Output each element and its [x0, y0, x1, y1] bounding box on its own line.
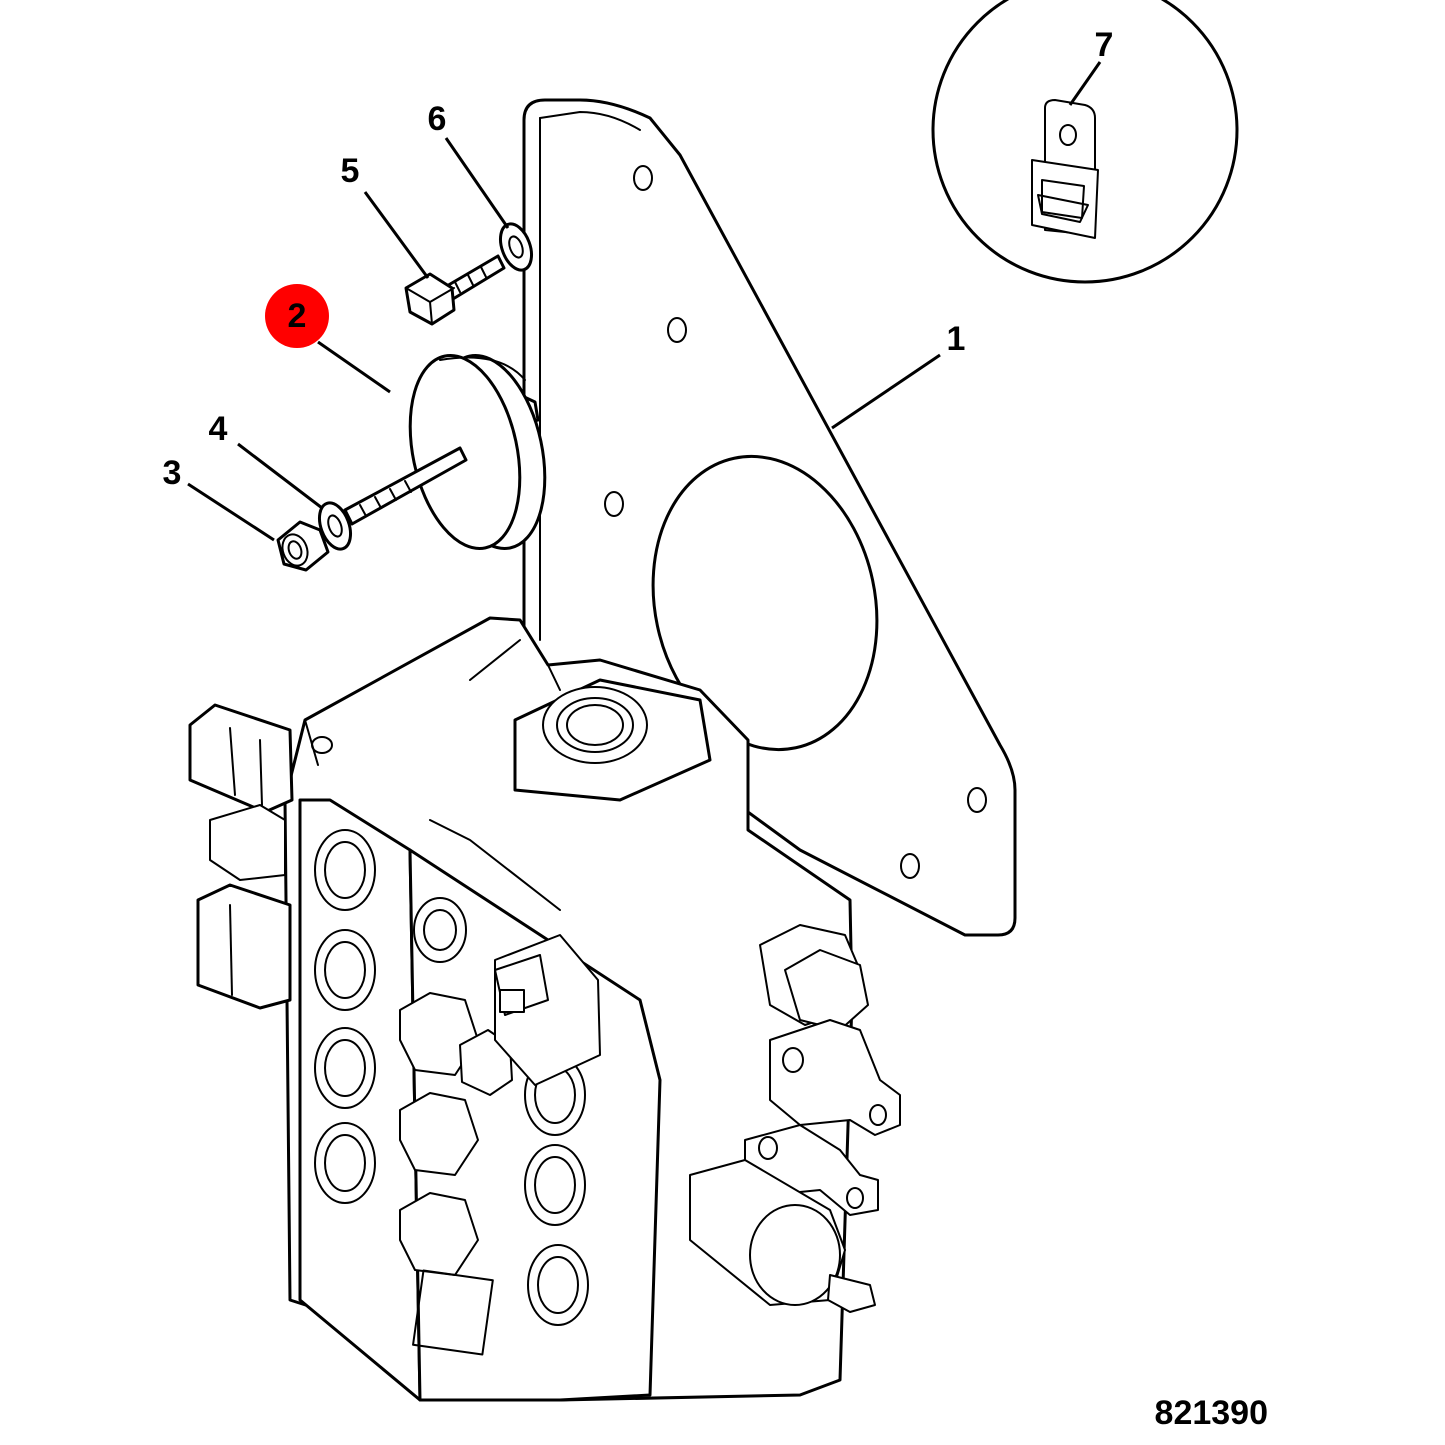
solenoid	[494, 934, 601, 1086]
callout-5-label: 5	[341, 152, 360, 190]
hex-plugs	[399, 924, 869, 1276]
drawing-number: 821390	[1155, 1394, 1268, 1432]
callout-1[interactable]: 1	[947, 320, 966, 358]
bolt-5[interactable]	[404, 254, 506, 326]
clip-7[interactable]	[1031, 99, 1099, 239]
callout-4[interactable]: 4	[209, 410, 228, 448]
detail-inset	[931, 0, 1239, 284]
callout-6[interactable]: 6	[428, 100, 447, 138]
control-valve[interactable]	[188, 616, 901, 1402]
leader-lines	[187, 61, 1102, 542]
callout-5[interactable]: 5	[341, 152, 360, 190]
callout-7-label: 7	[1095, 26, 1114, 64]
callout-7[interactable]: 7	[1095, 26, 1114, 64]
callout-4-label: 4	[209, 410, 228, 448]
callout-2-highlight	[265, 284, 329, 348]
rubber-mount-2[interactable]	[343, 345, 561, 558]
spool-end	[689, 1019, 901, 1313]
callout-2[interactable]: 2	[265, 284, 329, 348]
washer-6[interactable]	[495, 220, 538, 275]
callout-3[interactable]: 3	[163, 454, 182, 492]
callout-6-label: 6	[428, 100, 447, 138]
callout-2-label: 2	[288, 297, 307, 335]
callout-3-label: 3	[163, 454, 182, 492]
callouts: 1 2 3 4 5 6 7	[163, 26, 1114, 492]
nut-3[interactable]	[276, 520, 330, 572]
callout-1-label: 1	[947, 320, 966, 358]
